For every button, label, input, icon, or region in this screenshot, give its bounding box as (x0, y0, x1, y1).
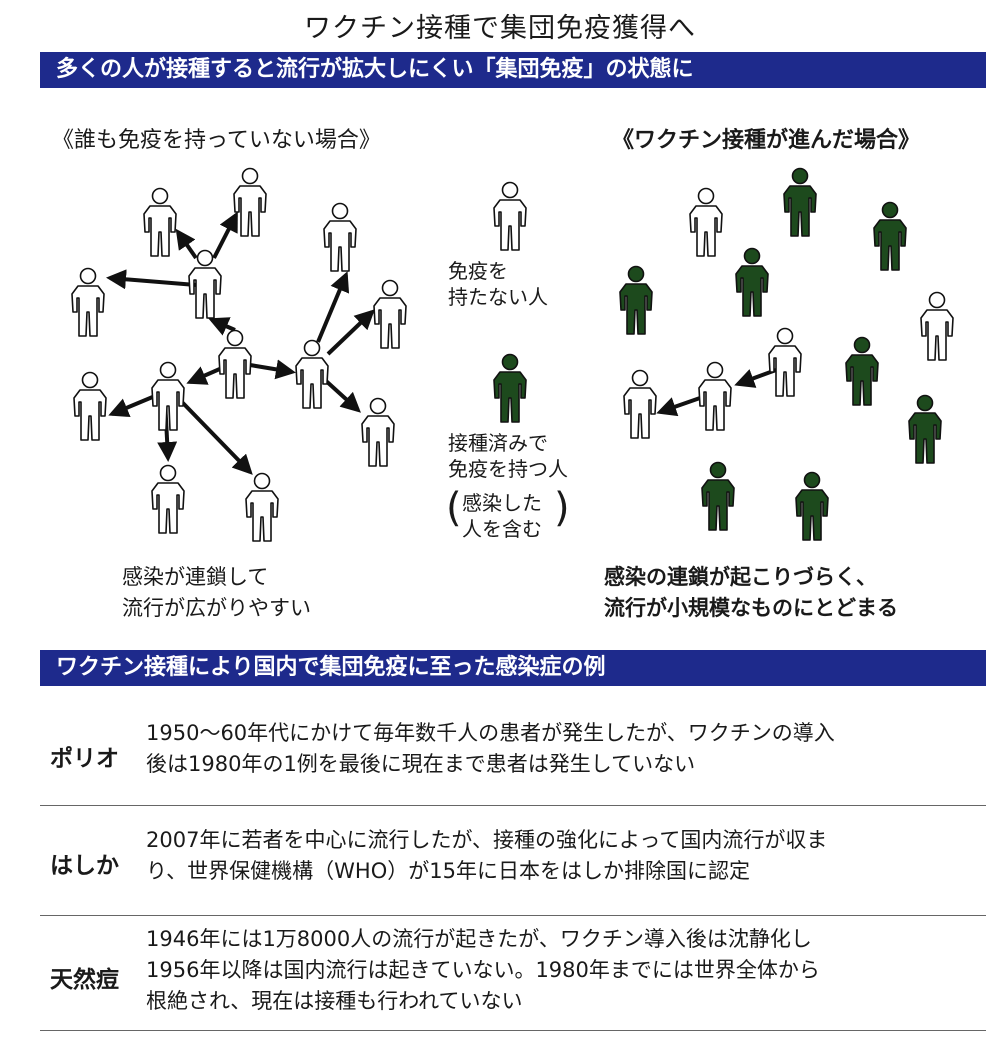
infection-arrow (178, 398, 253, 475)
disease-description: 2007年に若者を中心に流行したが、接種の強化によって国内流行が収ま り、世界保… (146, 825, 986, 887)
immune-person-icon (701, 461, 735, 531)
immune-person-icon (795, 471, 829, 541)
infection-arrow (249, 359, 296, 380)
person-icon (295, 339, 329, 409)
person-icon (623, 369, 657, 439)
infection-arrow (186, 366, 223, 385)
disease-name: ポリオ (50, 746, 119, 772)
legend-non-immune-line1: 免疫を (448, 259, 508, 283)
left-caption: 感染が連鎖して 流行が広がりやすい (122, 562, 311, 624)
description-line: 1950～60年代にかけて毎年数千人の患者が発生したが、ワクチンの導入 (146, 721, 835, 745)
disease-name: はしか (50, 853, 119, 879)
infection-arrow (326, 309, 375, 356)
disease-row-smallpox: 天然痘 1946年には1万8000人の流行が起きたが、ワクチン導入後は沈静化し … (40, 922, 986, 1032)
description-line: り、世界保健機構（WHO）が15年に日本をはしか排除国に認定 (146, 859, 750, 883)
legend-close-paren: ) (554, 485, 570, 531)
person-icon (689, 187, 723, 257)
right-heading: 《ワクチン接種が進んだ場合》 (612, 128, 921, 153)
description-line: 1946年には1万8000人の流行が起きたが、ワクチン導入後は沈静化し (146, 927, 812, 951)
row-divider (40, 1030, 986, 1031)
left-caption-line1: 感染が連鎖して (122, 565, 269, 589)
person-icon (143, 187, 177, 257)
person-icon (920, 291, 954, 361)
infection-arrow (208, 317, 236, 336)
immune-person-icon (845, 336, 879, 406)
person-icon (188, 249, 222, 319)
person-icon (323, 202, 357, 272)
infection-arrow (656, 396, 701, 417)
infection-arrow (212, 211, 238, 259)
person-icon (245, 472, 279, 542)
immune-person-icon (735, 247, 769, 317)
infection-arrow (323, 378, 361, 413)
left-caption-line2: 流行が広がりやすい (122, 596, 311, 620)
person-icon (73, 371, 107, 441)
person-icon (151, 464, 185, 534)
right-caption-line1: 感染の連鎖が起こりづらく、 (604, 565, 877, 589)
disease-description: 1950～60年代にかけて毎年数千人の患者が発生したが、ワクチンの導入 後は19… (146, 718, 986, 780)
description-line: 1956年以降は国内流行は起きていない。1980年までには世界全体から (146, 958, 820, 982)
person-icon (361, 397, 395, 467)
right-caption: 感染の連鎖が起こりづらく、 流行が小規模なものにとどまる (604, 562, 898, 624)
person-icon (218, 329, 252, 399)
disease-row-measles: はしか 2007年に若者を中心に流行したが、接種の強化によって国内流行が収ま り… (40, 818, 986, 913)
person-icon (233, 167, 267, 237)
infection-arrow (108, 394, 156, 418)
row-divider (40, 805, 986, 806)
person-icon (71, 267, 105, 337)
infection-arrow (316, 271, 350, 343)
section1-banner: 多くの人が接種すると流行が拡大しにくい「集団免疫」の状態に (40, 52, 986, 88)
legend-immune-label: 接種済みで 免疫を持つ人 (448, 430, 568, 482)
legend-immune-note-line1: 感染した (462, 491, 542, 515)
legend-non-immune-icon (493, 181, 527, 251)
description-line: 後は1980年の1例を最後に現在まで患者は発生していない (146, 752, 696, 776)
legend-immune-note-line2: 人を含む (462, 517, 542, 541)
row-divider (40, 915, 986, 916)
person-icon (373, 279, 407, 349)
page-title: ワクチン接種で集団免疫獲得へ (304, 13, 696, 44)
legend-non-immune-line2: 持たない人 (448, 285, 548, 309)
person-icon (151, 361, 185, 431)
immune-person-icon (783, 167, 817, 237)
legend-immune-line2: 免疫を持つ人 (448, 457, 568, 481)
legend-immune-note: 感染した 人を含む (462, 490, 542, 542)
immune-person-icon (873, 201, 907, 271)
description-line: 2007年に若者を中心に流行したが、接種の強化によって国内流行が収ま (146, 828, 828, 852)
description-line: 根絶され、現在は接種も行われていない (146, 989, 523, 1013)
disease-name: 天然痘 (50, 967, 119, 993)
left-heading: 《誰も免疫を持っていない場合》 (52, 128, 381, 153)
infection-arrow (106, 269, 197, 290)
immune-person-icon (908, 394, 942, 464)
person-icon (698, 361, 732, 431)
legend-open-paren: ( (446, 485, 462, 531)
legend-immune-line1: 接種済みで (448, 431, 548, 455)
immune-person-icon (619, 265, 653, 335)
disease-description: 1946年には1万8000人の流行が起きたが、ワクチン導入後は沈静化し 1956… (146, 924, 986, 1017)
disease-row-polio: ポリオ 1950～60年代にかけて毎年数千人の患者が発生したが、ワクチンの導入 … (40, 712, 986, 802)
infection-arrow (175, 228, 198, 260)
section2-banner: ワクチン接種により国内で集団免疫に至った感染症の例 (40, 650, 986, 686)
person-icon (768, 327, 802, 397)
legend-immune-icon (493, 353, 527, 423)
legend-non-immune-label: 免疫を 持たない人 (448, 258, 548, 310)
right-caption-line2: 流行が小規模なものにとどまる (604, 596, 898, 620)
